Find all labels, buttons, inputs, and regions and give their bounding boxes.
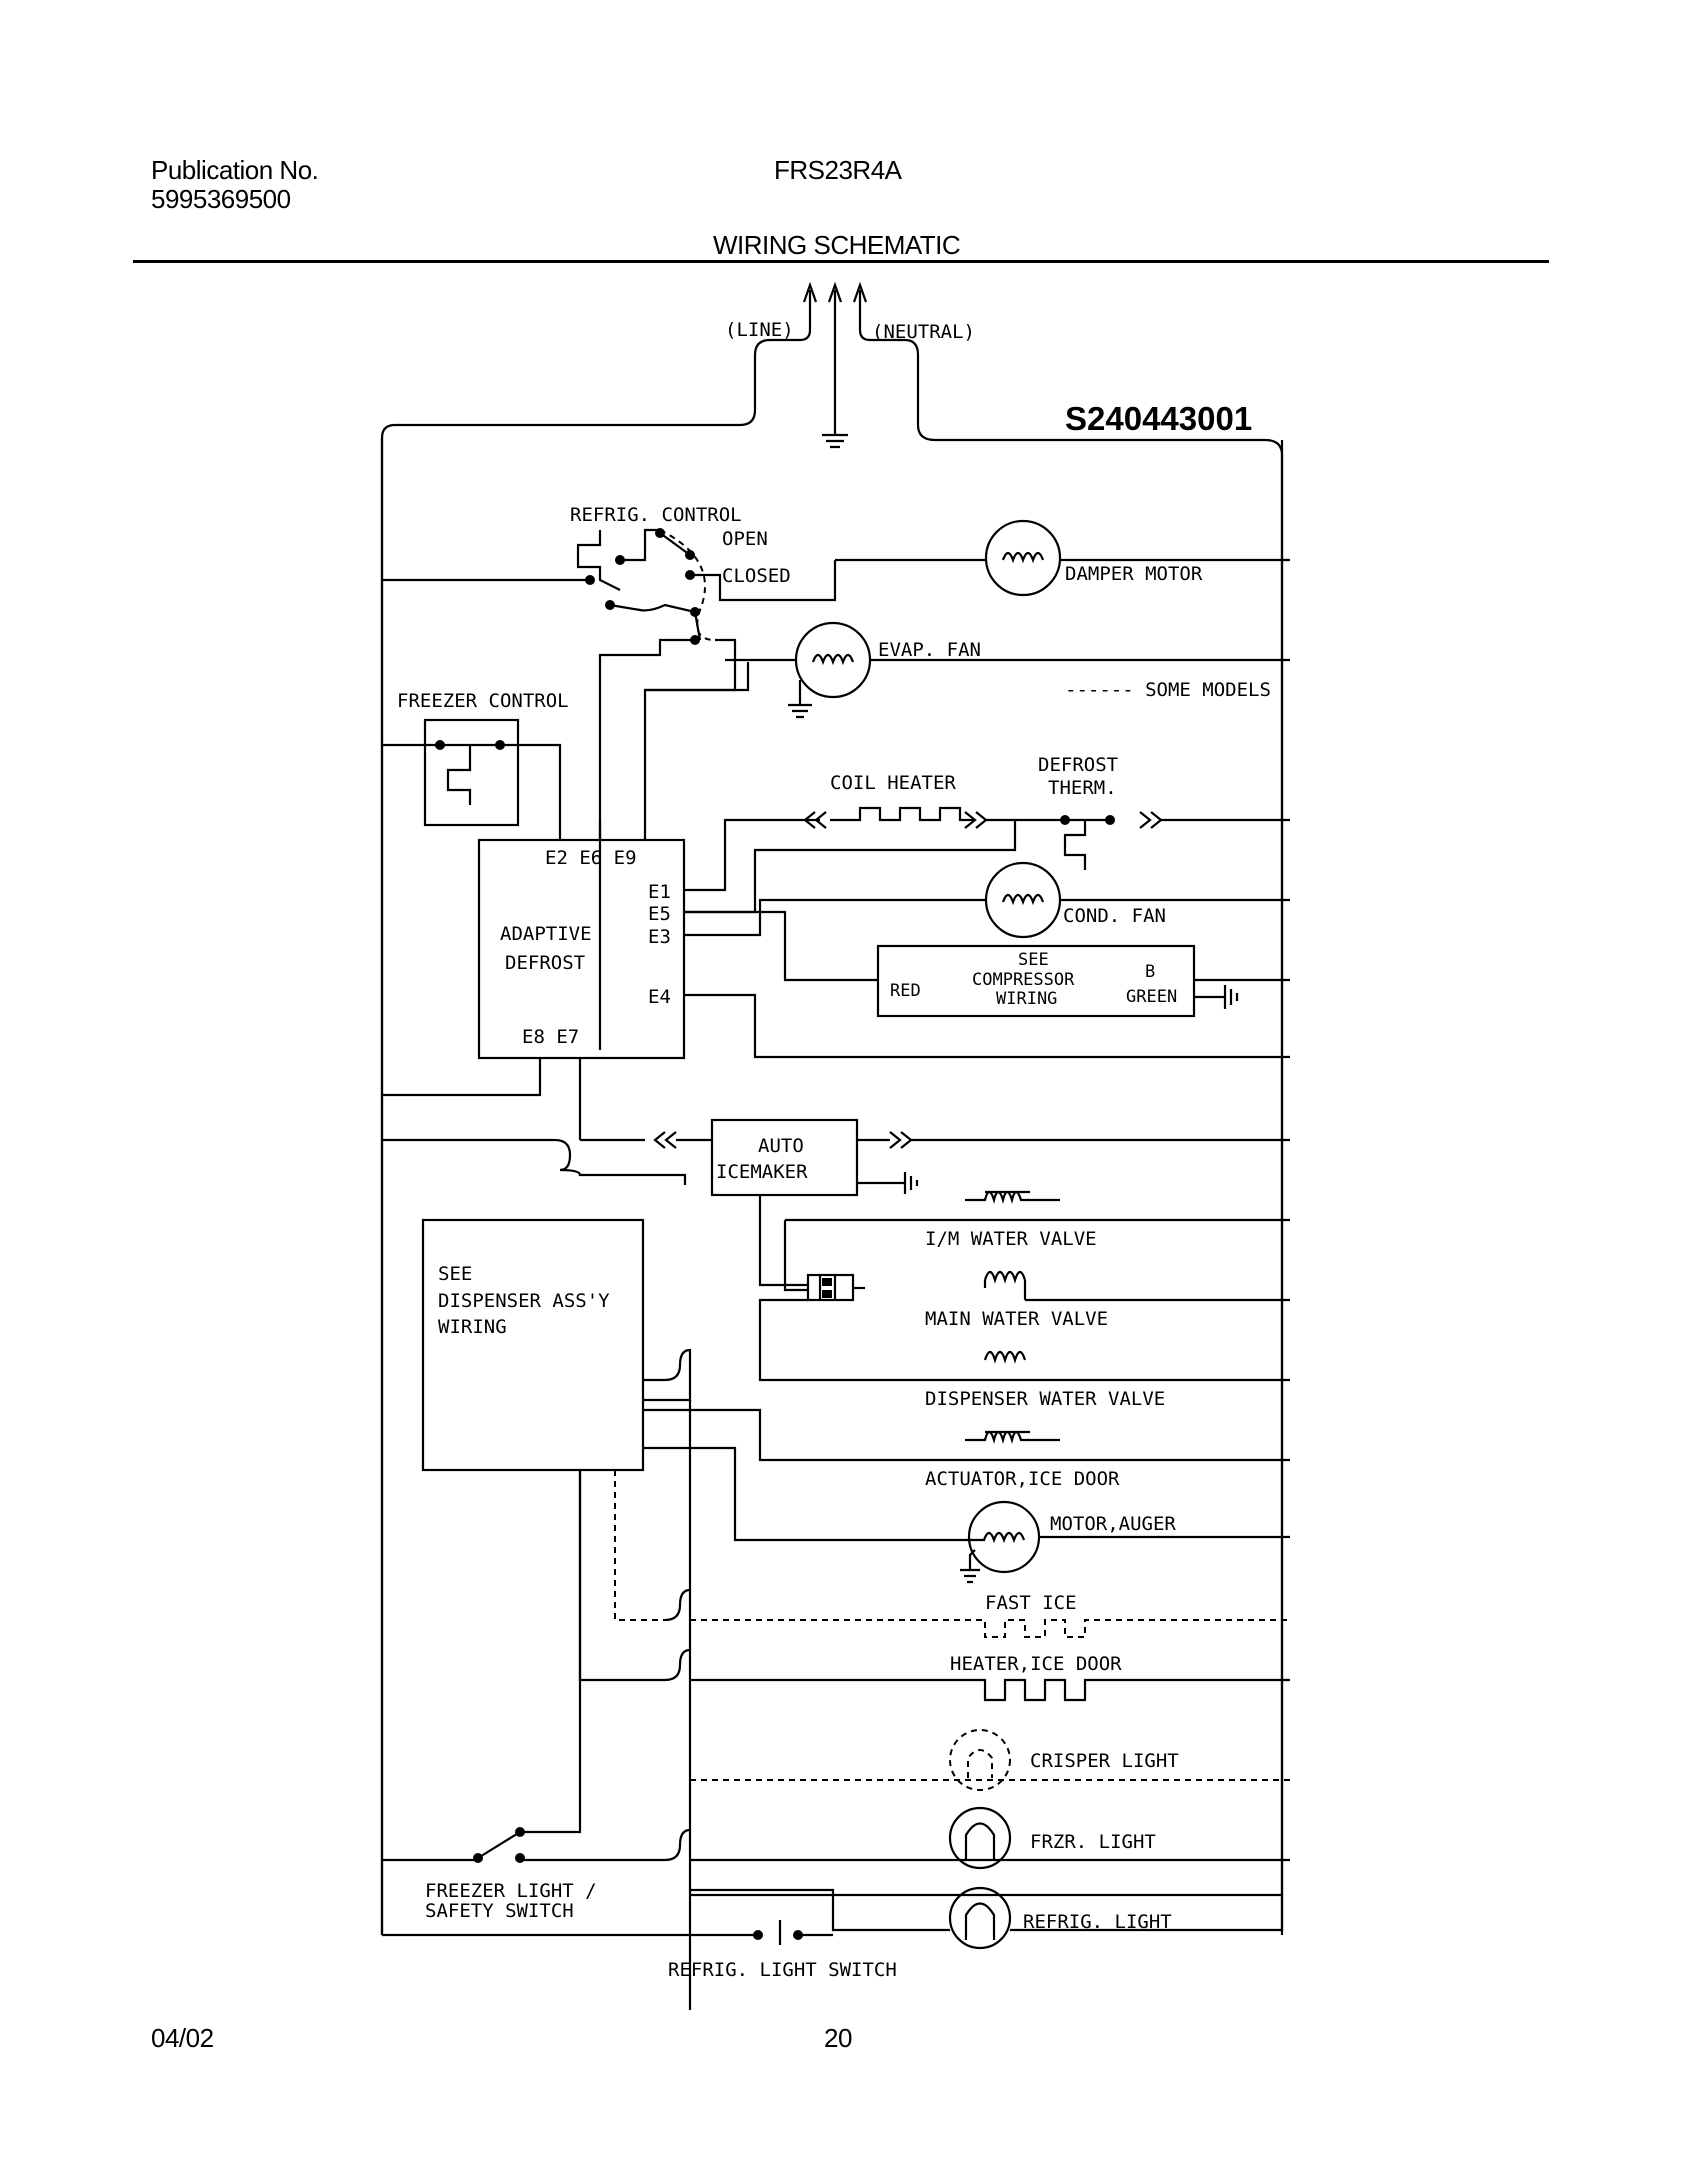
freezer-light [382, 1806, 1290, 1870]
publication-number: 5995369500 [151, 184, 291, 214]
freezer-switch-label-1: FREEZER LIGHT / [425, 1880, 597, 1902]
motor-auger [960, 1500, 1290, 1584]
fast-ice-heater [614, 1470, 1290, 1638]
refrig-light-switch [382, 1920, 833, 1945]
terminals-top: E2 E6 E9 [545, 847, 637, 869]
closed-label: CLOSED [722, 565, 791, 587]
line-label: (LINE) [725, 319, 794, 341]
fast-ice-label: FAST ICE [985, 1592, 1077, 1614]
heater-ice-door [578, 1470, 1290, 1702]
freezer-control [382, 718, 562, 840]
footer-date: 04/02 [151, 2023, 214, 2053]
im-water-valve [758, 1190, 1290, 1292]
neutral-label: (NEUTRAL) [872, 321, 975, 343]
crisper-light-label: CRISPER LIGHT [1030, 1750, 1179, 1772]
auto-icemaker [382, 1118, 1290, 1197]
frzr-light-label: FRZR. LIGHT [1030, 1831, 1156, 1853]
auto-icemaker-label-2: ICEMAKER [716, 1161, 808, 1183]
dispenser-label-2: DISPENSER ASS'Y [438, 1290, 610, 1312]
open-label: OPEN [722, 528, 768, 550]
adaptive-label-2: DEFROST [505, 952, 585, 974]
defrost-therm-label-2: THERM. [1048, 777, 1117, 799]
schematic-id: S240443001 [1065, 400, 1252, 437]
freezer-control-label: FREEZER CONTROL [397, 690, 569, 712]
im-water-valve-label: I/M WATER VALVE [925, 1228, 1097, 1250]
main-water-valve [758, 1270, 1290, 1382]
terminal-e4: E4 [648, 986, 671, 1008]
refrig-light-switch-label: REFRIG. LIGHT SWITCH [668, 1959, 897, 1981]
actuator-ice-door [643, 1430, 1060, 1542]
green-label: GREEN [1126, 987, 1177, 1007]
dispenser-water-valve [643, 1348, 1290, 2010]
dispenser-label-1: SEE [438, 1263, 472, 1285]
freezer-switch-label-2: SAFETY SWITCH [425, 1900, 574, 1922]
water-valve-connector [806, 1273, 865, 1302]
freezer-safety-switch [473, 1470, 582, 1863]
condenser-fan [684, 861, 1290, 982]
crisper-light [690, 1729, 1290, 1791]
evap-fan-label: EVAP. FAN [878, 639, 981, 661]
damper-motor-label: DAMPER MOTOR [1065, 563, 1203, 585]
main-water-valve-label: MAIN WATER VALVE [925, 1308, 1108, 1330]
terminal-e3: E3 [648, 926, 671, 948]
terminal-e5: E5 [648, 903, 671, 925]
adaptive-label-1: ADAPTIVE [500, 923, 592, 945]
heater-ice-door-label: HEATER,ICE DOOR [950, 1653, 1122, 1675]
header-rule [133, 260, 1549, 263]
some-models-label: ------ SOME MODELS [1065, 679, 1271, 701]
refrig-control-label: REFRIG. CONTROL [570, 504, 742, 526]
damper-motor [835, 519, 1290, 597]
terminal-e1: E1 [648, 881, 671, 903]
e4-wire [684, 993, 1290, 1059]
coil-heater [684, 806, 1060, 892]
red-label: RED [890, 981, 921, 1001]
evap-fan [645, 621, 1290, 719]
section-title: WIRING SCHEMATIC [713, 230, 961, 260]
refrig-light-label: REFRIG. LIGHT [1023, 1911, 1172, 1933]
refrig-light [690, 1886, 1282, 1950]
power-cord [380, 281, 1284, 1935]
dispenser-assembly-box [421, 1218, 645, 1472]
terminals-bottom: E8 E7 [522, 1026, 579, 1048]
b-label: B [1145, 962, 1155, 982]
motor-auger-label: MOTOR,AUGER [1050, 1513, 1176, 1535]
publication-label: Publication No. [151, 155, 319, 185]
coil-heater-label: COIL HEATER [830, 772, 956, 794]
see-compressor-label-2: COMPRESSOR [972, 970, 1075, 990]
defrost-therm-label-1: DEFROST [1038, 754, 1118, 776]
auto-icemaker-label-1: AUTO [758, 1135, 804, 1157]
adaptive-defrost-board [382, 820, 686, 1140]
see-compressor-label-1: SEE [1018, 950, 1049, 970]
see-compressor-label-3: WIRING [996, 989, 1057, 1009]
dispenser-label-3: WIRING [438, 1316, 507, 1338]
compressor-wiring-box [876, 944, 1290, 1018]
actuator-ice-door-label: ACTUATOR,ICE DOOR [925, 1468, 1120, 1490]
dispenser-water-valve-label: DISPENSER WATER VALVE [925, 1388, 1165, 1410]
model-number: FRS23R4A [774, 155, 902, 185]
page-number: 20 [824, 2023, 852, 2053]
cond-fan-label: COND. FAN [1063, 905, 1166, 927]
